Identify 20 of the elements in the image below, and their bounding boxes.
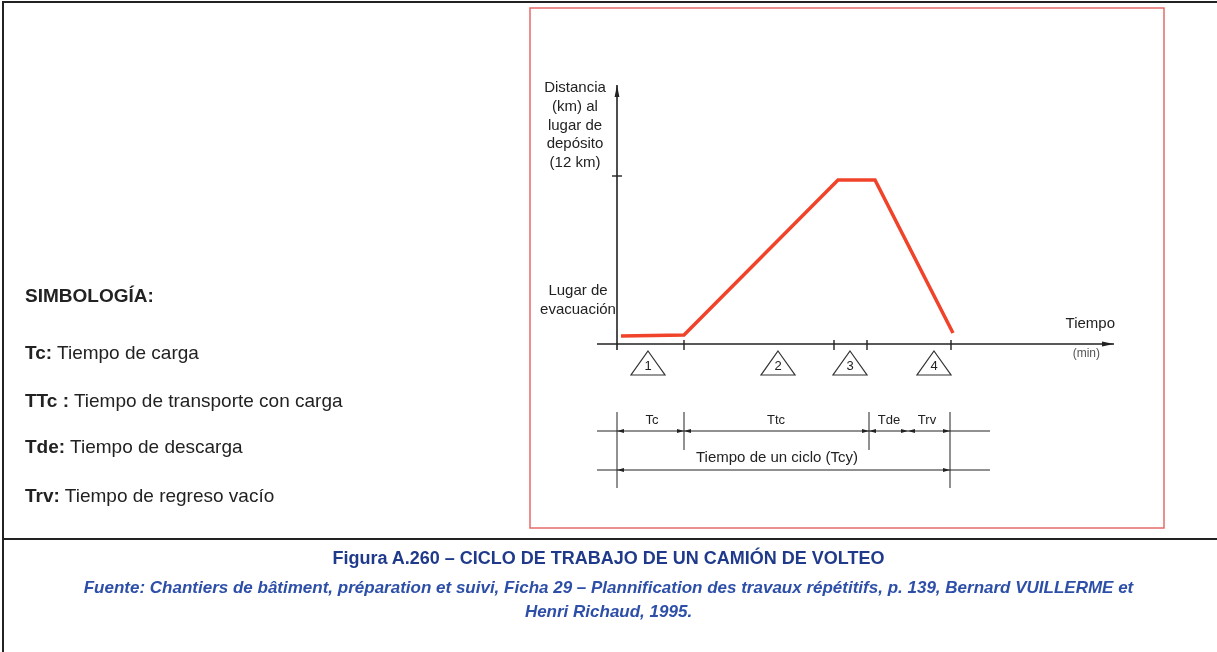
legend-item: TTc : Tiempo de transporte con carga <box>25 390 343 412</box>
legend-heading: SIMBOLOGÍA: <box>25 285 154 307</box>
axis-label: Lugar de evacuación <box>539 281 617 319</box>
axis-unit: (min) <box>1072 346 1100 360</box>
dimension-label: Tiempo de un ciclo (Tcy) <box>696 448 858 465</box>
axis-label: Distancia (km) al lugar de depósito (12 km) <box>543 78 607 172</box>
dimension-label: Trv <box>917 412 937 427</box>
step-marker: 2 <box>760 350 796 376</box>
dimension-label: Tde <box>877 412 901 427</box>
legend-item: Tde: Tiempo de descarga <box>25 436 243 458</box>
figure-title: Figura A.260 – CICLO DE TRABAJO DE UN CAMIÓN DE VOLTEO <box>331 548 886 569</box>
step-marker: 1 <box>630 350 666 376</box>
dimension-label: Ttc <box>766 412 786 427</box>
dimension-label: Tc <box>645 412 659 427</box>
legend-item: Trv: Tiempo de regreso vacío <box>25 485 275 507</box>
step-marker: 3 <box>832 350 868 376</box>
step-marker: 4 <box>916 350 952 376</box>
legend-item: Tc: Tiempo de carga <box>25 342 199 364</box>
source-caption: Fuente: Chantiers de bâtiment, préparation et suivi, Ficha 29 – Plannification des travaux répétitifs, p. 139, Bernard VUILLERME et Henri Richaud, 1995. <box>82 577 1135 623</box>
axis-label: Tiempo <box>1065 314 1115 331</box>
